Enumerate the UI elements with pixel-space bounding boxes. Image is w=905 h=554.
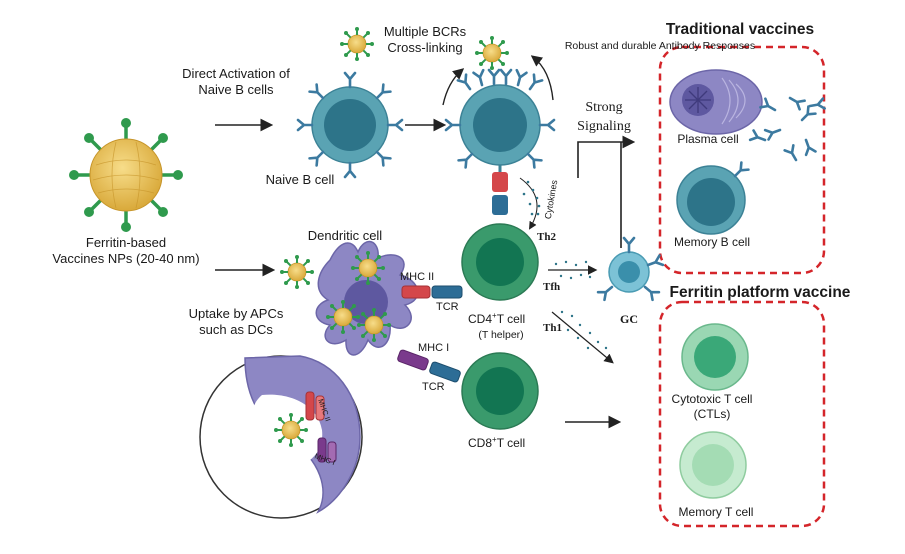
- ferritin-np-above-b-cell: [339, 26, 375, 62]
- mhc2-tcr-complex: [401, 285, 463, 299]
- label-uptake-line1: Uptake by APCs: [189, 306, 284, 321]
- memory-b-cell: [676, 161, 750, 235]
- arrow-bcr-crosslink-right: [530, 55, 554, 101]
- label-ferritin-np-line2: Vaccines NPs (20-40 nm): [52, 251, 199, 266]
- label-robust-responses: Robust and durable Antibody Responses: [565, 40, 755, 52]
- label-tfh: Tfh: [543, 281, 560, 293]
- th1-dots: [560, 310, 608, 350]
- label-naive-b-cell: Naive B cell: [266, 172, 335, 187]
- cd8-t-cell: [461, 352, 539, 430]
- label-cytokines: Cytokines: [543, 179, 560, 220]
- label-th1: Th1: [543, 322, 562, 334]
- label-plasma-cell: Plasma cell: [677, 132, 738, 146]
- ferritin-np-in-dc-1: [350, 250, 386, 286]
- arrow-bcr-crosslink-left: [442, 68, 465, 106]
- plasma-cell: [669, 69, 763, 135]
- ferritin-platform-box: [658, 300, 826, 528]
- cytokine-dots: [522, 180, 541, 216]
- dendritic-cell: [315, 240, 419, 356]
- cd4-t-cell: [461, 223, 539, 301]
- label-direct-activation-line2: Naive B cells: [198, 82, 274, 97]
- label-direct-activation-line1: Direct Activation of: [182, 66, 290, 81]
- label-uptake-line2: such as DCs: [199, 322, 273, 337]
- arrow-th1: [551, 311, 614, 364]
- naive-b-cell: [296, 71, 404, 179]
- heading-traditional-vaccines: Traditional vaccines: [666, 21, 814, 38]
- antigen-presentation-inset: [199, 355, 363, 519]
- label-strong-signaling-line2: Signaling: [577, 119, 631, 134]
- heading-ferritin-platform: Ferritin platform vaccine: [670, 284, 851, 301]
- b-cell-t-cell-synapse: [492, 165, 508, 215]
- label-tcr-top: TCR: [436, 301, 459, 313]
- ferritin-np-crosslinking: [474, 35, 510, 71]
- label-tcr-bottom: TCR: [422, 381, 445, 393]
- memory-t-cell: [679, 431, 747, 499]
- germinal-center-cell: [596, 236, 665, 302]
- label-mhc1: MHC I: [418, 342, 449, 354]
- label-t-helper: (T helper): [478, 329, 523, 341]
- arrow-cytokines: [519, 177, 538, 230]
- ferritin-np-in-dc-3: [356, 307, 392, 343]
- label-cytotoxic-line2: (CTLs): [694, 407, 731, 421]
- ferritin-np-in-dc-2: [325, 299, 361, 335]
- label-cytotoxic-line1: Cytotoxic T cell: [672, 392, 753, 406]
- label-multiple-bcrs-line2: Cross-linking: [387, 40, 462, 55]
- arrow-strong-signaling: [577, 135, 636, 178]
- label-mhc2: MHC II: [400, 271, 434, 283]
- label-ferritin-np-line1: Ferritin-based: [86, 235, 166, 250]
- label-memory-t-cell: Memory T cell: [679, 505, 754, 519]
- label-cd4-cell: CD4+T cell: [468, 311, 525, 326]
- ferritin-nanoparticle-large: [69, 118, 183, 232]
- tfh-dots: [554, 260, 592, 280]
- label-strong-signaling-line1: Strong: [585, 100, 622, 115]
- label-memory-b-cell: Memory B cell: [674, 235, 750, 249]
- label-th2: Th2: [537, 231, 556, 243]
- label-multiple-bcrs-line1: Multiple BCRs: [384, 24, 467, 39]
- mhc1-tcr-complex: [397, 349, 461, 383]
- activated-b-cell: [444, 68, 556, 169]
- label-gc: GC: [620, 312, 638, 326]
- label-dendritic-cell: Dendritic cell: [308, 228, 383, 243]
- traditional-vaccines-box: [658, 45, 826, 275]
- label-cd8-cell: CD8+T cell: [468, 435, 525, 450]
- cytotoxic-t-cell: [681, 323, 749, 391]
- ferritin-np-uptake: [279, 254, 315, 290]
